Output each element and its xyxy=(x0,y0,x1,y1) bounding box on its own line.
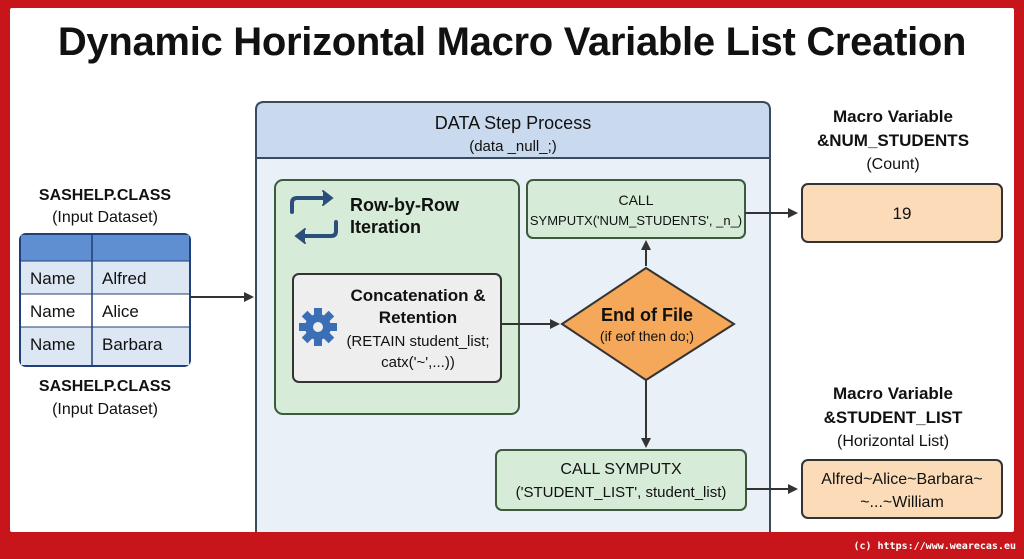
concat-label-line3: (RETAIN student_list; xyxy=(346,333,489,350)
footer-credit: (c) https://www.wearecas.eu xyxy=(853,541,1016,552)
call-num-line1: CALL xyxy=(618,192,653,208)
macro-num-line1: Macro Variable xyxy=(833,107,953,126)
input-bottom-title: SASHELP.CLASS xyxy=(39,378,172,395)
call-list-line1: CALL SYMPUTX xyxy=(560,461,682,478)
call-num-line2: SYMPUTX('NUM_STUDENTS', _n_) xyxy=(530,213,742,228)
table-cell: Name xyxy=(30,302,75,321)
table-cell: Name xyxy=(30,269,75,288)
macro-num-line2: &NUM_STUDENTS xyxy=(817,131,969,150)
gear-icon xyxy=(299,308,337,346)
table-cell: Alice xyxy=(102,302,139,321)
macro-list-value-line2: ~...~William xyxy=(860,494,944,511)
table-cell: Name xyxy=(30,335,75,354)
input-table: Name Alfred Name Alice Name Barbara xyxy=(19,233,191,367)
macro-student-list-box: Alfred~Alice~Barbara~ ~...~William xyxy=(801,459,1003,519)
concatenation-box: Concatenation & Retention (RETAIN studen… xyxy=(292,273,502,383)
table-row xyxy=(21,327,189,365)
refresh-icon xyxy=(290,190,338,244)
macro-num-line3: (Count) xyxy=(866,156,919,173)
table-row xyxy=(21,294,189,327)
data-step-title: DATA Step Process xyxy=(435,113,591,133)
input-top-title: SASHELP.CLASS xyxy=(39,187,172,204)
input-top-subtitle: (Input Dataset) xyxy=(52,209,158,226)
input-bottom-subtitle: (Input Dataset) xyxy=(52,401,158,418)
diagram-canvas: Dynamic Horizontal Macro Variable List C… xyxy=(10,8,1014,532)
iteration-label-line1: Row-by-Row xyxy=(350,195,460,215)
concat-label-line1: Concatenation & xyxy=(350,286,485,305)
macro-list-line2: &STUDENT_LIST xyxy=(824,408,963,427)
call-student-list-box: CALL SYMPUTX ('STUDENT_LIST', student_li… xyxy=(495,449,747,511)
macro-list-line3: (Horizontal List) xyxy=(837,433,949,450)
eof-label-line2: (if eof then do;) xyxy=(600,328,694,344)
page-title: Dynamic Horizontal Macro Variable List C… xyxy=(57,20,967,64)
table-row xyxy=(21,261,189,294)
macro-num-value: 19 xyxy=(893,204,912,223)
call-list-line2: ('STUDENT_LIST', student_list) xyxy=(516,484,727,501)
iteration-label-line2: Iteration xyxy=(350,217,421,237)
macro-list-line1: Macro Variable xyxy=(833,384,953,403)
concat-label-line2: Retention xyxy=(379,308,457,327)
table-cell: Barbara xyxy=(102,335,163,354)
concat-label-line4: catx('~',...)) xyxy=(381,354,455,371)
table-header xyxy=(21,235,189,261)
macro-num-students-box: 19 xyxy=(801,183,1003,243)
table-cell: Alfred xyxy=(102,269,146,288)
macro-list-value-line1: Alfred~Alice~Barbara~ xyxy=(821,471,982,488)
call-num-students-box: CALL SYMPUTX('NUM_STUDENTS', _n_) xyxy=(526,179,746,239)
eof-label-line1: End of File xyxy=(601,305,693,325)
data-step-subtitle: (data _null_;) xyxy=(469,138,557,155)
flow-diagram: SASHELP.CLASS (Input Dataset) Name Alfre… xyxy=(19,101,1003,532)
end-of-file-decision: End of File (if eof then do;) xyxy=(560,266,736,382)
